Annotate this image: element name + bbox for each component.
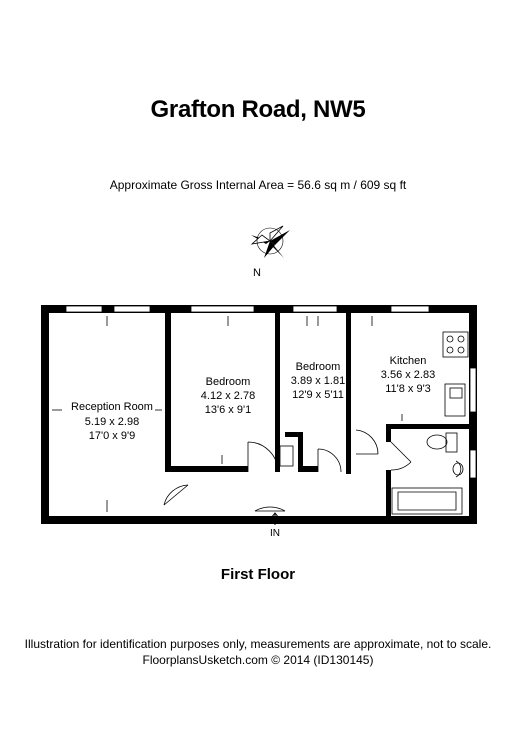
- compass-north-label: N: [253, 267, 261, 279]
- windows: [65, 305, 477, 524]
- reception-room-imperial: 17'0 x 9'9: [89, 430, 135, 442]
- entrance-arrow-icon: [270, 512, 280, 525]
- dimension-arrows: [52, 316, 403, 512]
- kitchen-metric: 3.56 x 2.83: [381, 369, 435, 381]
- compass-icon: [250, 225, 290, 258]
- bedroom2-imperial: 12'9 x 5'11: [292, 389, 344, 401]
- kitchen-imperial: 11'8 x 9'3: [385, 383, 431, 395]
- interior-walls: [41, 313, 477, 524]
- kitchen-name: Kitchen: [390, 355, 427, 367]
- bathroom-fixtures: [391, 432, 464, 515]
- reception-room-metric: 5.19 x 2.98: [85, 416, 139, 428]
- plan-title: Grafton Road, NW5: [150, 96, 366, 123]
- outer-walls: [41, 305, 477, 524]
- entrance-label: IN: [270, 528, 280, 539]
- floor-label: First Floor: [220, 566, 296, 583]
- bedroom1-metric: 4.12 x 2.78: [201, 390, 255, 402]
- disclaimer-line-1: Illustration for identification purposes…: [24, 637, 492, 651]
- bedroom2-metric: 3.89 x 1.81: [291, 375, 345, 387]
- disclaimer: Illustration for identification purposes…: [0, 636, 516, 668]
- bedroom1-imperial: 13'6 x 9'1: [205, 404, 251, 416]
- kitchen-fixtures: [442, 331, 469, 417]
- gross-area-text: Approximate Gross Internal Area = 56.6 s…: [109, 178, 407, 192]
- disclaimer-line-2: FloorplansUsketch.com © 2014 (ID130145): [142, 653, 374, 667]
- doors: [163, 429, 412, 512]
- bedroom2-name: Bedroom: [296, 361, 341, 373]
- reception-room-name: Reception Room: [71, 401, 153, 413]
- bedroom1-name: Bedroom: [206, 376, 251, 388]
